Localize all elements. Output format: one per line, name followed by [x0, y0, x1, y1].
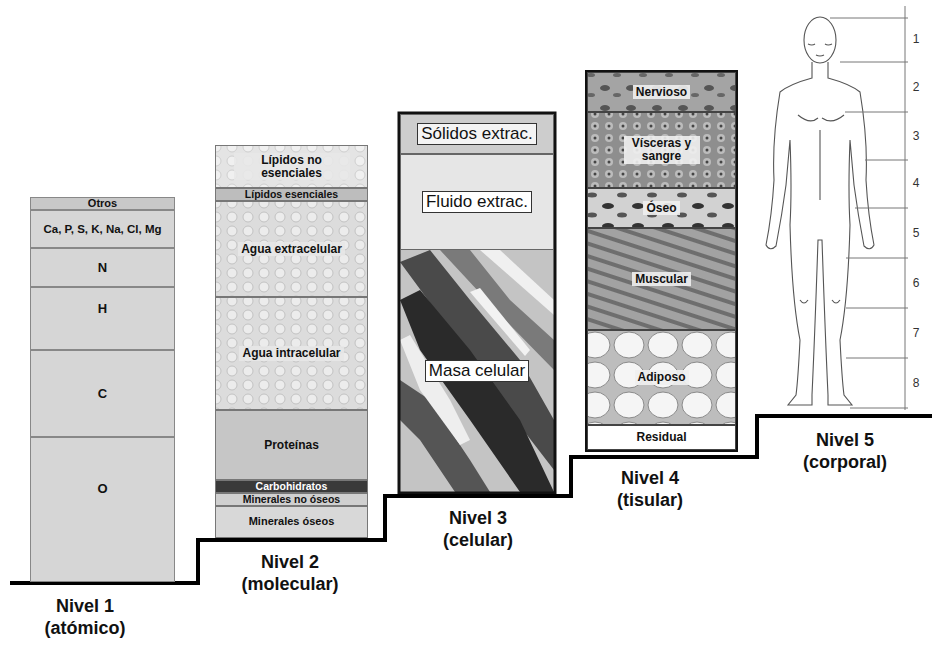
- level-caption: Nivel 2 (molecular): [230, 552, 350, 595]
- ruler-number: 8: [909, 376, 923, 390]
- composition-band: Óseo: [587, 188, 736, 228]
- composition-band: Muscular: [587, 228, 736, 330]
- band-label: Residual: [636, 431, 686, 444]
- level3-fills: [399, 113, 555, 493]
- band-label: Adiposo: [635, 370, 689, 385]
- composition-band: N: [30, 248, 175, 287]
- height-ruler: [830, 6, 908, 410]
- level-caption: Nivel 4 (tisular): [590, 468, 710, 511]
- band-label: Nervioso: [633, 85, 690, 100]
- composition-band: Agua extracelular: [215, 201, 368, 297]
- composition-band: Ca, P, S, K, Na, Cl, Mg: [30, 210, 175, 248]
- composition-band: Residual: [587, 425, 736, 450]
- composition-band: Proteínas: [215, 410, 368, 480]
- composition-band: Nervioso: [587, 72, 736, 112]
- band-label: Minerales no óseos: [243, 494, 340, 505]
- composition-band: C: [30, 350, 175, 437]
- band-label: Lípidos esenciales: [245, 189, 338, 200]
- ruler-number: 1: [909, 32, 923, 46]
- level2-fills: [215, 145, 368, 538]
- band-label: Sólidos extrac.: [417, 123, 537, 145]
- composition-band: Lípidos esenciales: [215, 188, 368, 201]
- ruler-number: 6: [909, 276, 923, 290]
- band-label: H: [98, 302, 107, 316]
- composition-band: Carbohidratos: [215, 480, 368, 493]
- band-label: C: [98, 387, 107, 401]
- band-label: Minerales óseos: [249, 516, 335, 528]
- band-label: Masa celular: [425, 360, 529, 382]
- band-label: Vísceras y sangre: [624, 136, 700, 163]
- composition-band: O: [30, 437, 175, 582]
- composition-band: Sólidos extrac.: [400, 114, 554, 154]
- band-label: N: [98, 261, 107, 275]
- composition-band: Otros: [30, 197, 175, 210]
- band-label: Agua extracelular: [238, 242, 345, 257]
- composition-band: Agua intracelular: [215, 297, 368, 410]
- band-label: Agua intracelular: [239, 346, 343, 361]
- band-label: Lípidos no esenciales: [234, 153, 350, 180]
- composition-band: Adiposo: [587, 330, 736, 425]
- band-label: Fluido extrac.: [422, 191, 532, 213]
- composition-band: Fluido extrac.: [400, 154, 554, 250]
- band-label: Ca, P, S, K, Na, Cl, Mg: [43, 223, 161, 235]
- composition-band: H: [30, 287, 175, 350]
- level-caption: Nivel 5 (corporal): [785, 430, 905, 473]
- ruler-number: 5: [909, 226, 923, 240]
- ruler-number: 3: [909, 129, 923, 143]
- composition-band: Vísceras y sangre: [587, 112, 736, 188]
- human-figure: [766, 17, 874, 405]
- ruler-number: 7: [909, 326, 923, 340]
- level-caption: Nivel 1 (atómico): [25, 596, 145, 639]
- level1-fills: [30, 197, 175, 582]
- ruler-number: 4: [909, 176, 923, 190]
- band-label: Proteínas: [264, 439, 319, 452]
- band-label: Carbohidratos: [256, 481, 328, 492]
- band-label: O: [97, 482, 107, 496]
- staircase: [10, 416, 932, 583]
- composition-band: Minerales óseos: [215, 506, 368, 538]
- band-label: Otros: [88, 198, 117, 209]
- composition-band: Lípidos no esenciales: [215, 145, 368, 188]
- band-label: Muscular: [632, 272, 691, 287]
- level-caption: Nivel 3 (celular): [418, 508, 538, 551]
- composition-band: Masa celular: [400, 250, 554, 492]
- band-label: Óseo: [643, 201, 679, 216]
- level4-fills: [586, 71, 737, 451]
- ruler-number: 2: [909, 80, 923, 94]
- composition-band: Minerales no óseos: [215, 493, 368, 506]
